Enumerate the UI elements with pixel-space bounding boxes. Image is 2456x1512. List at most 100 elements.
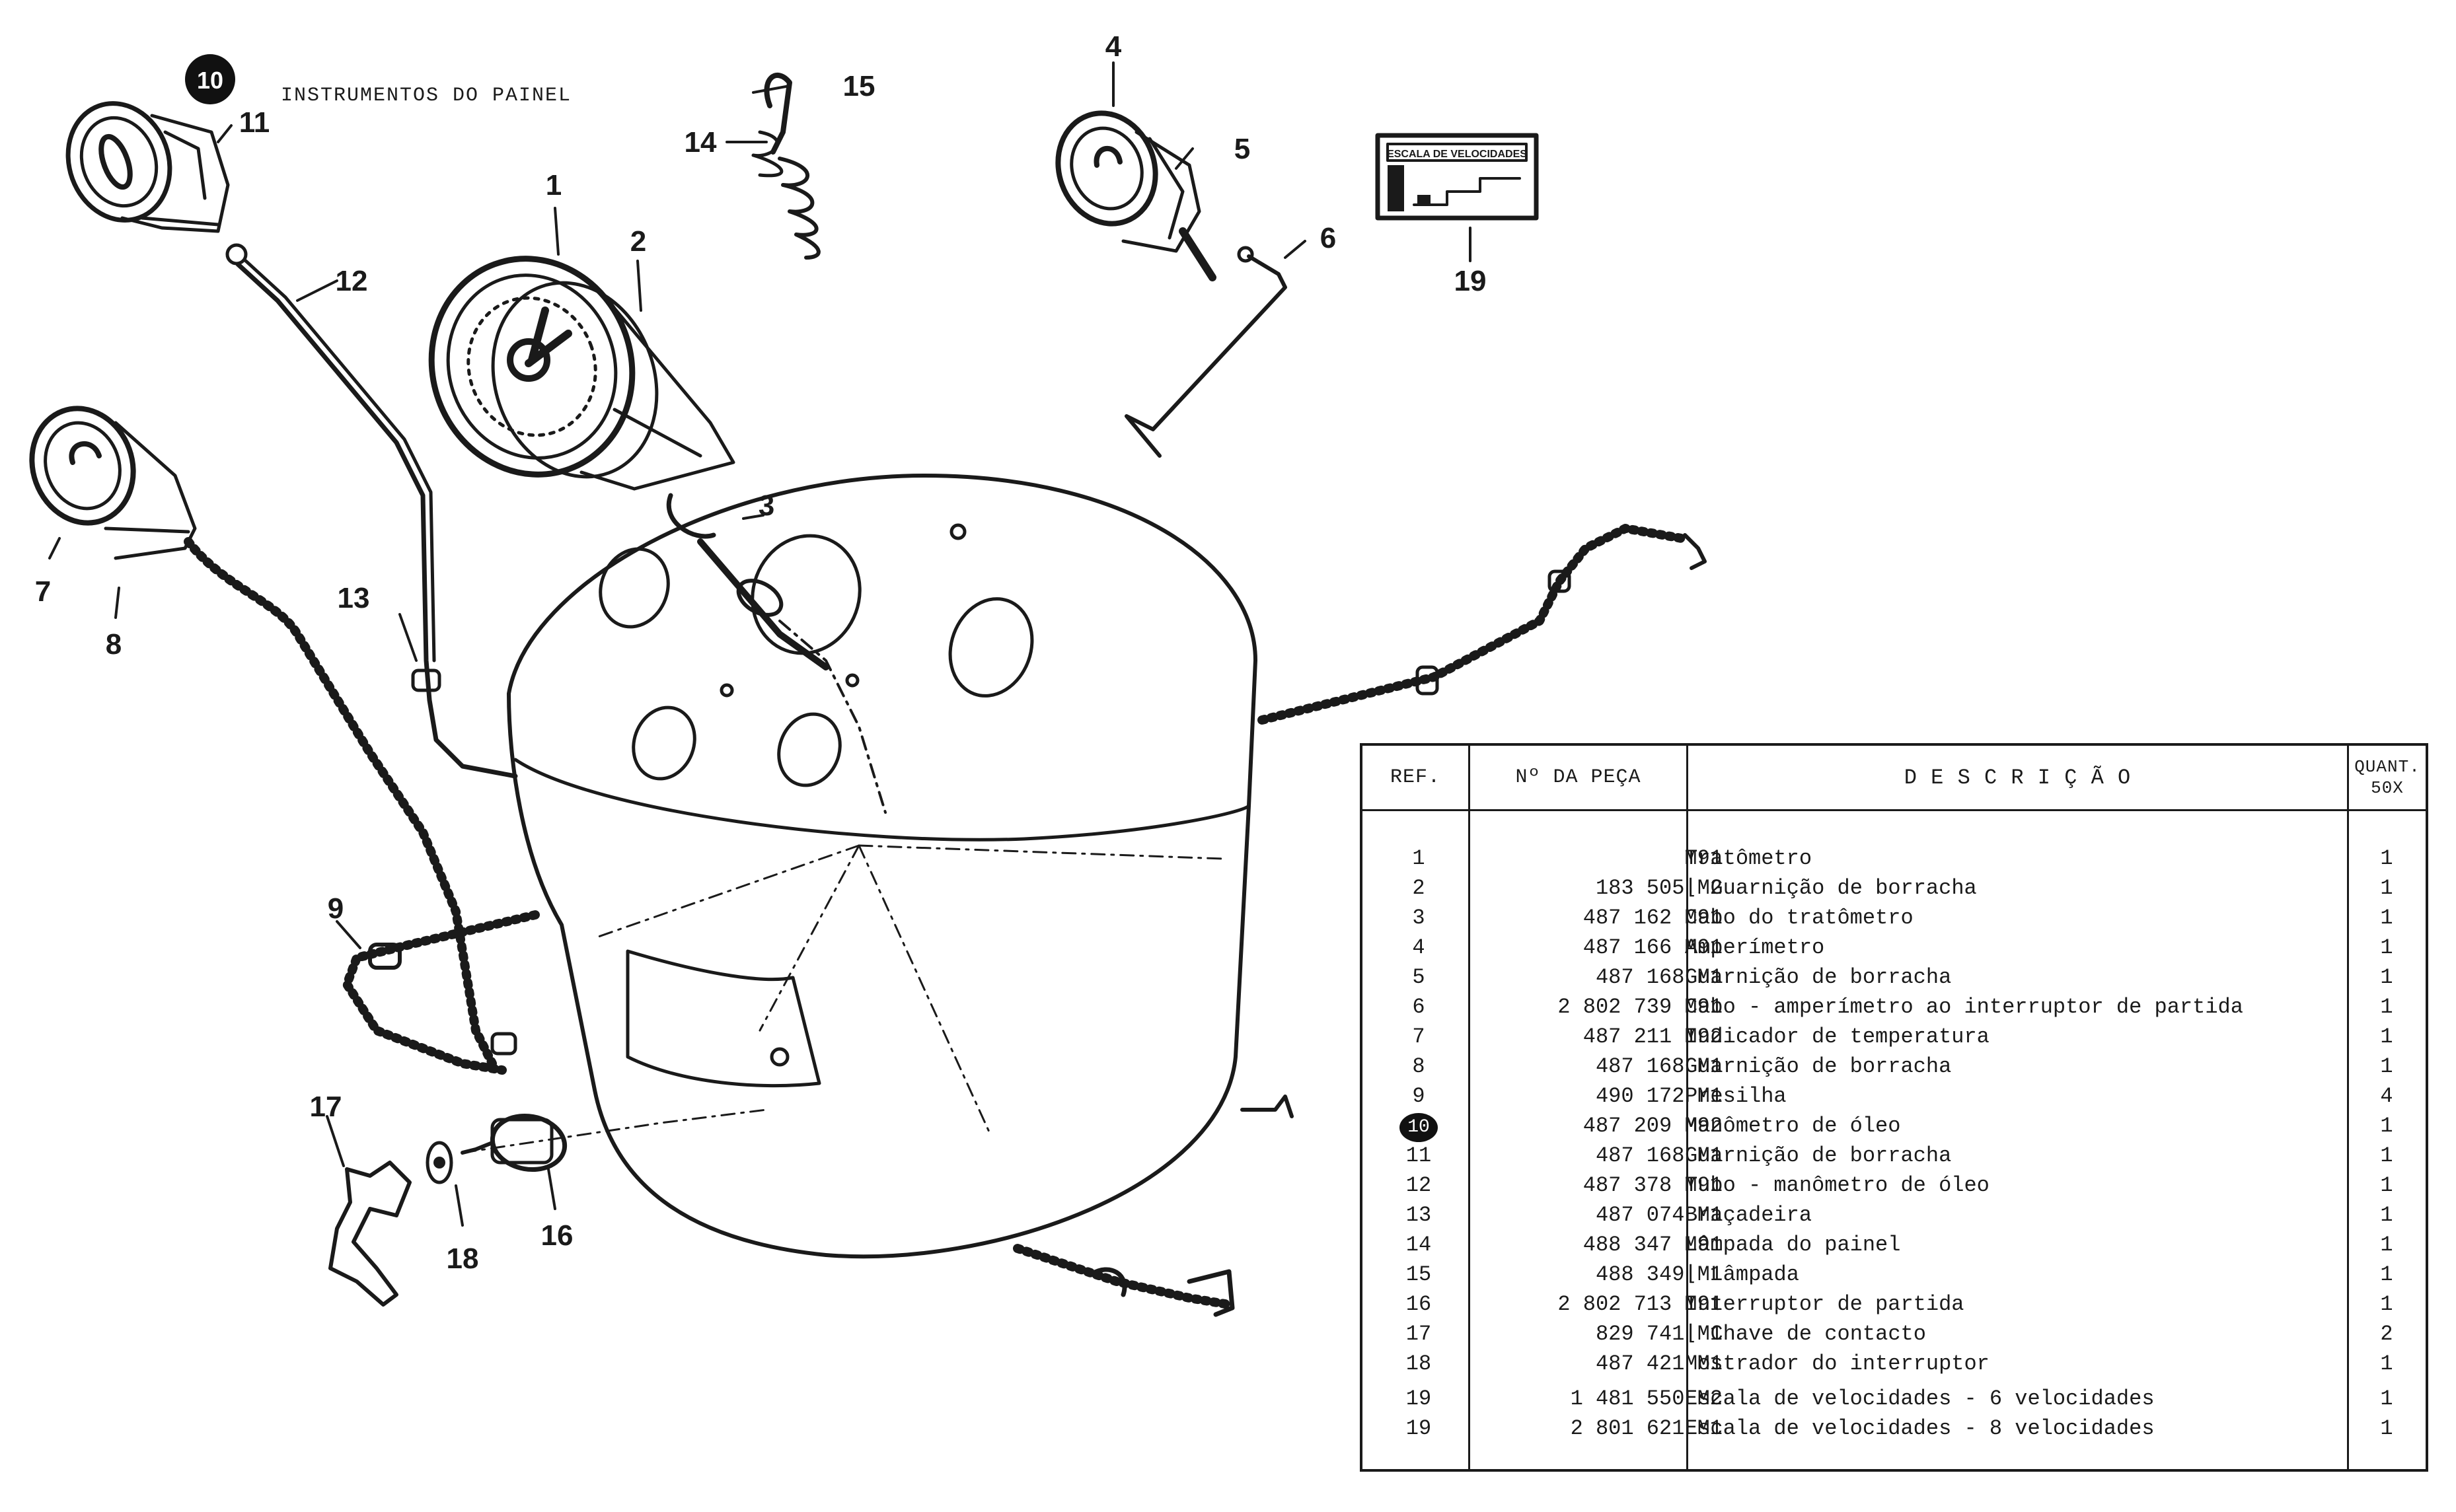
callout-4: 4 bbox=[1105, 30, 1122, 63]
row-quantity: 1 bbox=[2380, 1292, 2393, 1316]
row-description: ⌊ Lâmpada bbox=[1685, 1262, 1799, 1287]
row-quantity: 1 bbox=[2380, 1262, 2393, 1287]
callout-12: 12 bbox=[336, 265, 368, 297]
row-part-number: 488 349 M1 bbox=[1595, 1262, 1723, 1287]
switch-bezel-drawing bbox=[426, 1141, 453, 1184]
row-description: Amperímetro bbox=[1685, 935, 1825, 960]
row-quantity: 1 bbox=[2380, 1143, 2393, 1168]
ammeter-drawing bbox=[1055, 110, 1216, 281]
row-part-number: 487 378 M91 bbox=[1582, 1173, 1723, 1198]
row-ref: 12 bbox=[1405, 1173, 1432, 1198]
row-quantity: 1 bbox=[2380, 995, 2393, 1019]
row-description: ⌊ Chave de contacto bbox=[1685, 1322, 1926, 1346]
table-divider-ref bbox=[1468, 746, 1470, 1469]
row-ref: 10 bbox=[1362, 1111, 1475, 1142]
speed-scale-label: ESCALA DE VELOCIDADES bbox=[1387, 149, 1527, 160]
row-quantity: 1 bbox=[2380, 965, 2393, 990]
table-header-divider bbox=[1362, 809, 2426, 811]
row-part-number: 2 802 713 M91 bbox=[1557, 1292, 1723, 1316]
row-part-number: 487 421 M1 bbox=[1595, 1351, 1723, 1376]
row-part-number: M91 bbox=[1684, 846, 1723, 871]
row-part-number: 487 168 M1 bbox=[1595, 1054, 1723, 1079]
row-ref: 13 bbox=[1405, 1203, 1432, 1227]
row-description: Escala de velocidades - 8 velocidades bbox=[1685, 1416, 2155, 1441]
oil-pressure-tube-drawing bbox=[225, 243, 518, 779]
row-ref: 14 bbox=[1405, 1233, 1432, 1257]
row-part-number: 1 481 550 M2 bbox=[1570, 1386, 1723, 1411]
row-quantity: 1 bbox=[2380, 1025, 2393, 1049]
ammeter-cable-drawing bbox=[1125, 254, 1287, 458]
row-ref: 15 bbox=[1405, 1262, 1432, 1287]
row-ref: 1 bbox=[1412, 846, 1425, 871]
row-part-number: 488 347 M91 bbox=[1582, 1233, 1723, 1257]
callout-17: 17 bbox=[310, 1091, 342, 1123]
row-quantity: 1 bbox=[2380, 1386, 2393, 1411]
right-cable-drawing bbox=[1013, 524, 1707, 1317]
callout-2: 2 bbox=[630, 225, 646, 258]
callout-8: 8 bbox=[106, 628, 122, 661]
leader-lines bbox=[48, 61, 1471, 1227]
ref-highlight-badge: 10 bbox=[1399, 1113, 1438, 1142]
row-part-number: 487 162 M91 bbox=[1582, 906, 1723, 930]
row-description: Indicador de temperatura bbox=[1685, 1025, 1990, 1049]
row-description: Escala de velocidades - 6 velocidades bbox=[1685, 1386, 2155, 1411]
callout-numbers: 1 2 3 4 5 6 7 8 9 11 12 13 14 15 16 17 1… bbox=[35, 30, 1487, 1275]
row-description: Cabo do tratômetro bbox=[1685, 906, 1914, 930]
callout-14: 14 bbox=[685, 126, 717, 159]
callout-5: 5 bbox=[1234, 133, 1250, 165]
parts-table: REF. Nº DA PEÇA D E S C R I Ç Ã O QUANT.… bbox=[1360, 743, 2428, 1472]
row-ref: 11 bbox=[1405, 1143, 1432, 1168]
table-divider-desc bbox=[2347, 746, 2349, 1469]
row-quantity: 1 bbox=[2380, 1054, 2393, 1079]
header-ref: REF. bbox=[1390, 766, 1440, 789]
row-part-number: 487 211 M92 bbox=[1582, 1025, 1723, 1049]
row-part-number: 2 801 621 M1 bbox=[1570, 1416, 1723, 1441]
row-part-number: 487 166 M91 bbox=[1582, 935, 1723, 960]
tractometer-cable-drawing bbox=[667, 493, 887, 814]
panel-lamp-drawing bbox=[751, 73, 821, 260]
row-description: Guarnição de borracha bbox=[1685, 1143, 1952, 1168]
callout-19: 19 bbox=[1454, 265, 1487, 297]
table-divider-part bbox=[1686, 746, 1688, 1469]
row-quantity: 1 bbox=[2380, 1173, 2393, 1198]
contact-key-drawing bbox=[328, 1161, 412, 1307]
ammeter-cable-terminal bbox=[1237, 246, 1254, 263]
row-quantity: 1 bbox=[2380, 935, 2393, 960]
callout-3: 3 bbox=[759, 489, 774, 522]
row-ref: 7 bbox=[1412, 1025, 1425, 1049]
callout-6: 6 bbox=[1320, 222, 1336, 254]
row-description: Guarnição de borracha bbox=[1685, 1054, 1952, 1079]
row-ref: 3 bbox=[1412, 906, 1425, 930]
callout-18: 18 bbox=[447, 1242, 479, 1275]
row-ref: 18 bbox=[1405, 1351, 1432, 1376]
row-description: ⌊ Guarnição de borracha bbox=[1685, 876, 1977, 900]
start-switch-drawing bbox=[461, 1108, 768, 1172]
row-description: Cabo - amperímetro ao interruptor de par… bbox=[1685, 995, 2243, 1019]
row-part-number: 487 074 M1 bbox=[1595, 1203, 1723, 1227]
callout-16: 16 bbox=[541, 1219, 574, 1252]
row-part-number: 2 802 739 M91 bbox=[1557, 995, 1723, 1019]
tractometer-drawing bbox=[428, 256, 735, 491]
row-quantity: 1 bbox=[2380, 1114, 2393, 1138]
header-quantity-sub: 50X bbox=[2371, 778, 2404, 798]
row-quantity: 1 bbox=[2380, 1233, 2393, 1257]
row-description: Guarnição de borracha bbox=[1685, 965, 1952, 990]
header-quantity: QUANT. 50X bbox=[2349, 746, 2426, 809]
row-quantity: 1 bbox=[2380, 1351, 2393, 1376]
row-ref: 9 bbox=[1412, 1084, 1425, 1108]
